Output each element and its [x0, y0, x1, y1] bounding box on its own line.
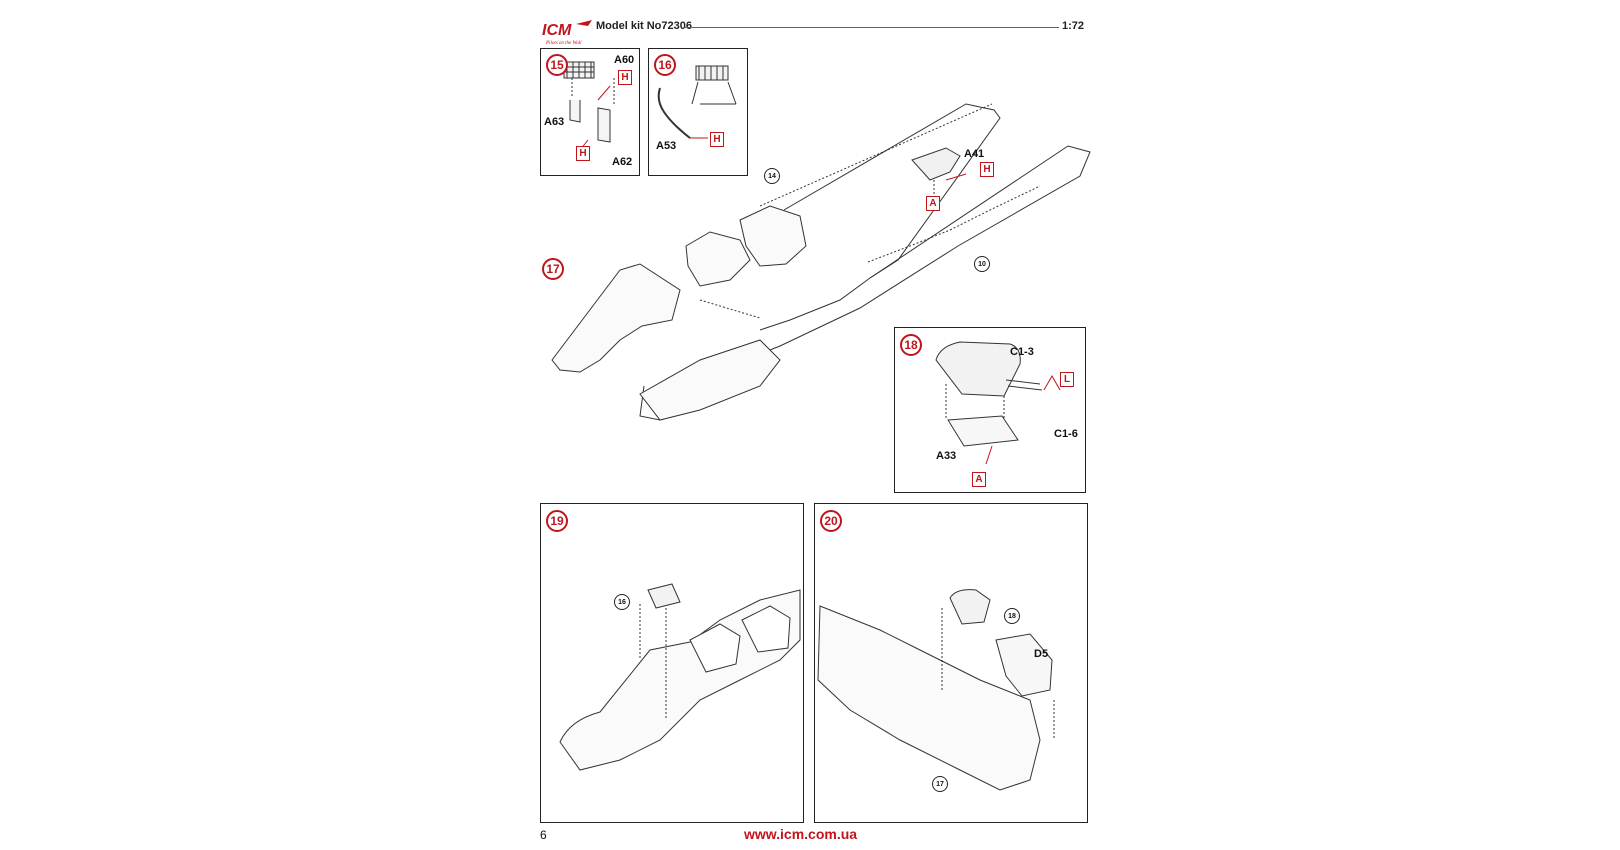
material-tag-h: H: [576, 146, 590, 161]
callout-leaders: [580, 86, 966, 202]
svg-text:ICM: ICM: [542, 22, 572, 39]
material-tag-a: A: [972, 472, 986, 487]
step-ref-18: 18: [1004, 608, 1020, 624]
step-15-drawing: [564, 62, 614, 142]
svg-text:Pilots on the Wall: Pilots on the Wall: [545, 41, 582, 46]
step-20-badge: 20: [820, 510, 842, 532]
part-label-d5: D5: [1034, 648, 1049, 660]
material-tag-a: A: [926, 196, 940, 211]
material-tag-h: H: [710, 132, 724, 147]
part-label-a60: A60: [614, 54, 635, 66]
step-ref-17: 17: [932, 776, 948, 792]
step-16-badge: 16: [654, 54, 676, 76]
part-label-a33: A33: [936, 450, 957, 462]
step-20-drawing: [818, 590, 1054, 790]
step-ref-14: 14: [764, 168, 780, 184]
part-label-a62: A62: [612, 156, 633, 168]
step-19-drawing: [560, 584, 800, 770]
part-label-a63: A63: [544, 116, 565, 128]
part-label-a53: A53: [656, 140, 677, 152]
icm-logo: ICM Pilots on the Wall: [542, 20, 592, 46]
step-15-badge: 15: [546, 54, 568, 76]
step-ref-16: 16: [614, 594, 630, 610]
header-rule: [684, 27, 1059, 28]
step-17-badge: 17: [542, 258, 564, 280]
step-19-badge: 19: [546, 510, 568, 532]
scale-label: 1:72: [1062, 20, 1085, 32]
step-ref-10: 10: [974, 256, 990, 272]
material-tag-l: L: [1060, 372, 1074, 387]
page-number: 6: [540, 828, 547, 842]
part-label-c1-6: C1-6: [1054, 428, 1078, 440]
part-label-a41: A41: [964, 148, 985, 160]
step-16-drawing: [659, 66, 736, 138]
material-tag-h: H: [980, 162, 994, 177]
website-link[interactable]: www.icm.com.ua: [744, 826, 858, 842]
step-18-drawing: [936, 342, 1060, 464]
fuselage-main-drawing: [552, 104, 1090, 420]
step-18-badge: 18: [900, 334, 922, 356]
model-kit-number: Model kit No72306: [596, 20, 692, 32]
part-label-c1-3: C1-3: [1010, 346, 1034, 358]
material-tag-h: H: [618, 70, 632, 85]
